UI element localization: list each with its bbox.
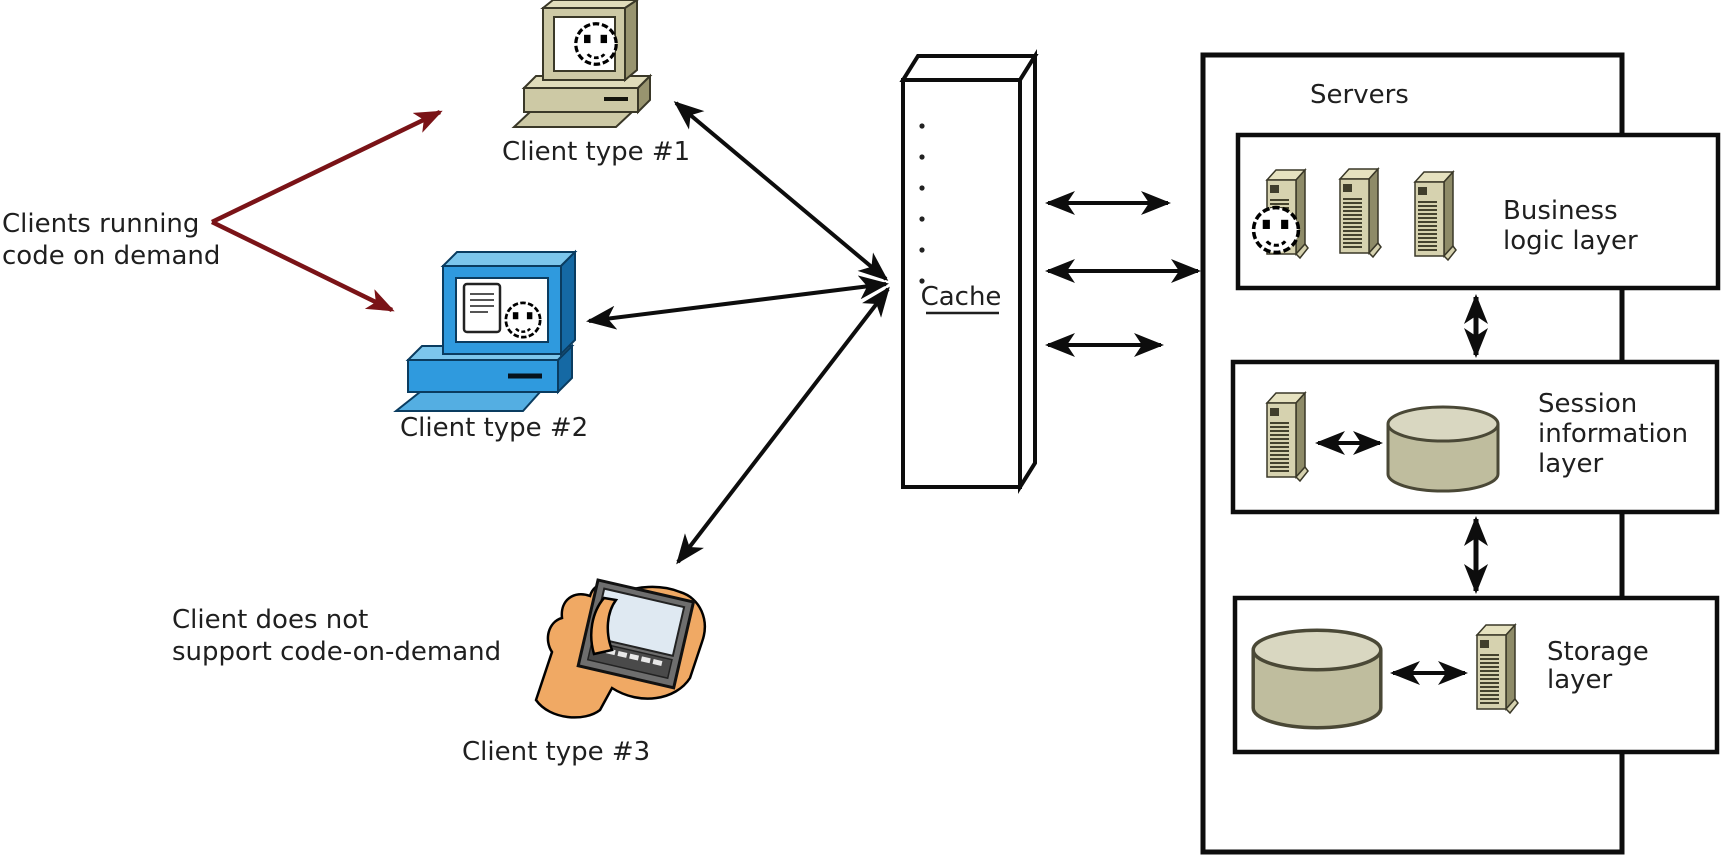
storage-layer-box: Storage layer <box>1232 595 1720 755</box>
red-arrow-to-client2 <box>211 219 395 313</box>
business-layer-label-line2: logic layer <box>1503 226 1638 256</box>
server-tower-icon <box>1266 392 1309 482</box>
client2-label: Client type #2 <box>400 413 588 443</box>
server-tower-icon <box>1414 171 1457 261</box>
database-cylinder-icon <box>1251 628 1383 730</box>
business-logic-layer-box: Business logic layer <box>1235 132 1721 291</box>
client3-handheld-pda-in-hand-icon <box>534 578 707 719</box>
storage-layer-label-line1: Storage <box>1547 637 1649 667</box>
client3-label: Client type #3 <box>462 737 650 767</box>
wire-client2-cache <box>586 275 889 330</box>
database-cylinder-icon <box>1386 405 1500 493</box>
note-clients-running-code-on-demand: Clients running code on demand <box>2 209 220 271</box>
thumb <box>590 596 619 656</box>
cache-box: Cache <box>899 49 1039 494</box>
business-layer-label-line1: Business <box>1503 196 1618 226</box>
smiley-applet-icon <box>504 301 542 339</box>
cache-server-wires <box>1045 191 1201 357</box>
cache-dots <box>919 123 925 284</box>
client2-desktop-computer-icon <box>393 249 578 412</box>
server-tower-icon <box>1476 624 1519 714</box>
keyboard <box>393 391 543 412</box>
note-no-code-on-demand: Client does not support code-on-demand <box>172 605 501 667</box>
cache-label: Cache <box>921 282 1002 312</box>
wire-client1-cache <box>673 101 889 281</box>
document-icon <box>462 282 502 334</box>
smiley-applet-icon <box>1251 205 1301 255</box>
note-nocod-line1: Client does not <box>172 605 368 635</box>
session-layer-label-line3: layer <box>1538 449 1604 479</box>
client1-label: Client type #1 <box>502 137 690 167</box>
note-nocod-line2: support code-on-demand <box>172 637 501 667</box>
note-cod-line1: Clients running <box>2 209 199 239</box>
session-layer-label-line1: Session <box>1538 389 1637 419</box>
storage-layer-label-line2: layer <box>1547 665 1613 695</box>
client1-desktop-computer-icon <box>511 0 653 128</box>
session-layer-label-line2: information <box>1538 419 1688 449</box>
session-information-layer-box: Session information layer <box>1230 359 1720 515</box>
client-cache-wires <box>586 101 890 565</box>
server-tower-icon <box>1339 168 1382 258</box>
red-arrows <box>211 109 443 313</box>
pda-device <box>576 578 696 690</box>
smiley-applet-icon <box>574 22 618 66</box>
red-arrow-to-client1 <box>211 109 443 225</box>
keyboard <box>511 111 635 128</box>
servers-title: Servers <box>1310 80 1409 110</box>
note-cod-line2: code on demand <box>2 241 220 271</box>
wire-client3-cache <box>676 286 890 565</box>
